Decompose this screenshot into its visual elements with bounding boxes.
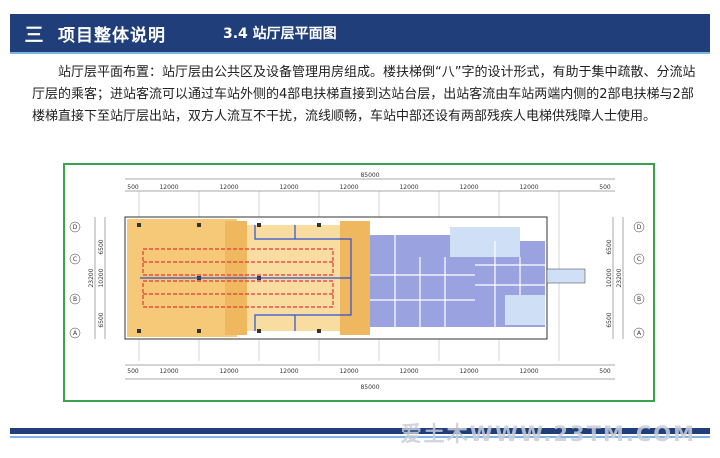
svg-text:10200: 10200 bbox=[606, 268, 613, 287]
svg-text:6500: 6500 bbox=[606, 312, 613, 327]
svg-text:23200: 23200 bbox=[88, 268, 95, 287]
svg-text:12000: 12000 bbox=[399, 368, 418, 375]
svg-text:6500: 6500 bbox=[606, 239, 613, 254]
svg-text:C: C bbox=[73, 256, 77, 263]
section-header: 三 项目整体说明 3.4 站厅层平面图 bbox=[10, 14, 710, 52]
bay-dims-bottom: 500 12000 12000 12000 12000 12000 12000 … bbox=[127, 368, 611, 375]
circulation-corridor-east bbox=[505, 295, 545, 325]
floor-plan-figure: 85000 500 12000 12000 12000 12000 12000 … bbox=[63, 163, 655, 402]
svg-text:A: A bbox=[637, 330, 642, 337]
svg-text:12000: 12000 bbox=[399, 184, 418, 191]
section-title: 项目整体说明 bbox=[58, 25, 166, 46]
svg-text:12000: 12000 bbox=[279, 184, 298, 191]
total-dim-top: 85000 bbox=[360, 172, 379, 179]
svg-text:23200: 23200 bbox=[616, 268, 623, 287]
svg-text:6500: 6500 bbox=[98, 312, 105, 327]
outflow-routes bbox=[140, 225, 352, 331]
svg-text:D: D bbox=[73, 224, 78, 231]
inflow-routes bbox=[142, 248, 334, 308]
svg-text:6500: 6500 bbox=[98, 239, 105, 254]
room-partitions bbox=[370, 235, 545, 327]
svg-text:12000: 12000 bbox=[219, 184, 238, 191]
side-dims-right: 6500 10200 6500 23200 bbox=[606, 217, 624, 339]
footer-bar bbox=[10, 428, 710, 434]
description-paragraph: 站厅层平面布置：站厅层由公共区及设备管理用房组成。楼扶梯倒“八”字的设计形式，有… bbox=[32, 65, 696, 124]
svg-text:500: 500 bbox=[599, 368, 611, 375]
exit-passage bbox=[546, 268, 586, 284]
svg-text:D: D bbox=[637, 224, 642, 231]
svg-text:A: A bbox=[73, 330, 78, 337]
subsection-title: 3.4 站厅层平面图 bbox=[223, 26, 337, 42]
svg-text:500: 500 bbox=[127, 368, 139, 375]
svg-text:10200: 10200 bbox=[98, 268, 105, 287]
side-dims-left: 6500 10200 6500 23200 bbox=[88, 217, 106, 339]
footer-underline bbox=[10, 436, 710, 438]
floor-plan-drawing: 85000 500 12000 12000 12000 12000 12000 … bbox=[69, 172, 645, 391]
svg-text:12000: 12000 bbox=[459, 184, 478, 191]
header-underline bbox=[10, 52, 710, 54]
svg-text:12000: 12000 bbox=[159, 184, 178, 191]
watermark: 爱土木WWW.23TM.COM bbox=[400, 422, 696, 446]
svg-text:12000: 12000 bbox=[339, 184, 358, 191]
svg-text:C: C bbox=[637, 256, 641, 263]
svg-text:12000: 12000 bbox=[519, 368, 538, 375]
section-number: 三 bbox=[24, 23, 44, 46]
svg-text:12000: 12000 bbox=[279, 368, 298, 375]
svg-text:12000: 12000 bbox=[159, 368, 178, 375]
svg-text:B: B bbox=[73, 296, 77, 303]
svg-text:12000: 12000 bbox=[339, 368, 358, 375]
row-labels: D C B A D C B A bbox=[69, 221, 645, 339]
bay-dims-top: 500 12000 12000 12000 12000 12000 12000 … bbox=[127, 184, 611, 191]
svg-text:B: B bbox=[637, 296, 641, 303]
circulation-corridor bbox=[450, 227, 520, 257]
svg-text:12000: 12000 bbox=[519, 184, 538, 191]
end-dim-top-right: 500 bbox=[599, 184, 611, 191]
total-dim-bottom: 85000 bbox=[360, 384, 379, 391]
svg-text:12000: 12000 bbox=[219, 368, 238, 375]
svg-text:12000: 12000 bbox=[459, 368, 478, 375]
end-dim-top-left: 500 bbox=[127, 184, 139, 191]
